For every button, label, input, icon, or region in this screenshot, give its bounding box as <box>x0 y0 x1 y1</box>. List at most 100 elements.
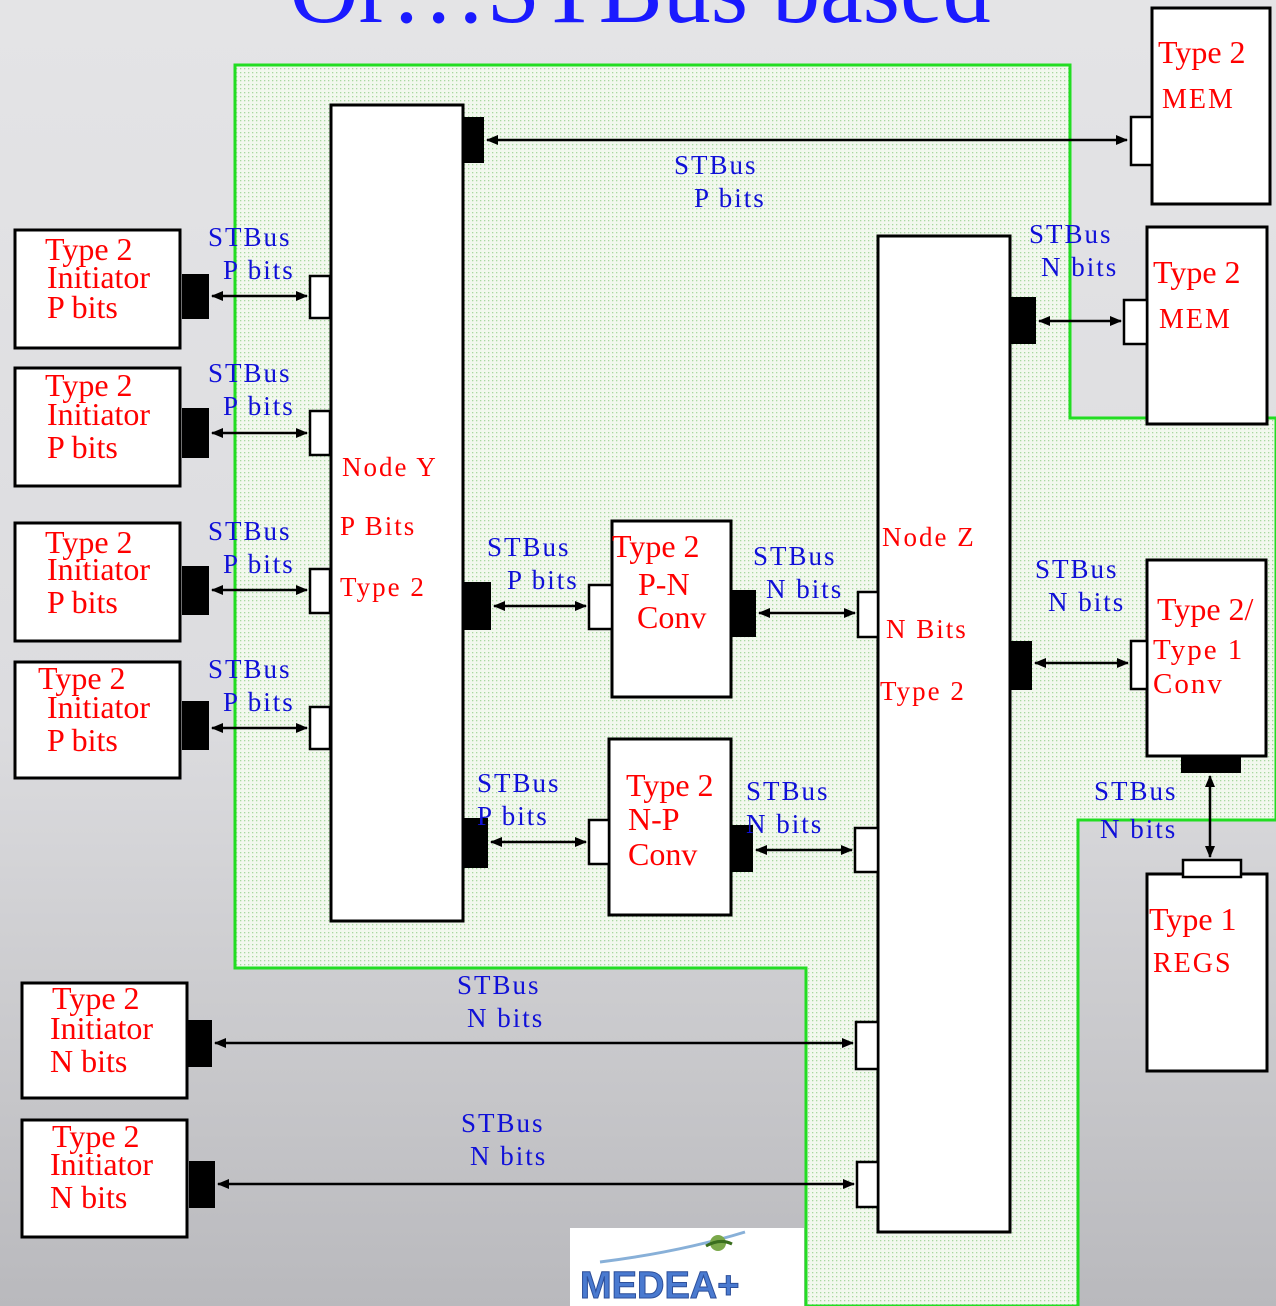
svg-text:P bits: P bits <box>694 183 766 213</box>
node-y-port-4 <box>310 707 330 749</box>
initiator-plug-4 <box>182 701 209 750</box>
node-y-port-3 <box>310 569 330 613</box>
bus-label-init6: STBus N bits <box>461 1108 547 1171</box>
svg-text:Type 2: Type 2 <box>1158 34 1246 70</box>
svg-text:P-N: P-N <box>638 566 690 602</box>
svg-text:Conv: Conv <box>1153 668 1224 700</box>
svg-text:STBus: STBus <box>208 222 292 252</box>
initiator-plug-6 <box>189 1161 215 1208</box>
svg-text:STBus: STBus <box>477 768 561 798</box>
svg-text:Initiator: Initiator <box>47 396 150 432</box>
svg-text:Conv: Conv <box>628 836 697 872</box>
svg-text:STBus: STBus <box>208 358 292 388</box>
mem2-port <box>1124 300 1147 344</box>
initiator-plug-2 <box>182 408 209 458</box>
node-z-box <box>878 236 1010 1232</box>
node-z-port-np <box>855 828 878 872</box>
svg-text:Type 1: Type 1 <box>1153 634 1244 666</box>
node-z-label: Node Z <box>882 522 976 552</box>
svg-text:Initiator: Initiator <box>50 1146 153 1182</box>
svg-text:STBus: STBus <box>1094 776 1178 806</box>
svg-text:N bits: N bits <box>50 1043 127 1079</box>
svg-text:N bits: N bits <box>50 1179 127 1215</box>
svg-text:STBus: STBus <box>461 1108 545 1138</box>
svg-text:N bits: N bits <box>1041 252 1118 282</box>
svg-text:P bits: P bits <box>47 429 118 465</box>
bus-label-init5: STBus N bits <box>457 970 544 1033</box>
svg-text:P bits: P bits <box>477 801 549 831</box>
node-z-width: N Bits <box>886 614 968 644</box>
svg-text:P bits: P bits <box>223 549 295 579</box>
initiator-plug-5 <box>187 1020 212 1067</box>
node-y-port-1 <box>310 276 330 318</box>
svg-text:STBus: STBus <box>208 516 292 546</box>
initiator-p-4: Type 2 Initiator P bits <box>15 660 180 778</box>
node-y-port-2 <box>310 411 330 455</box>
regs: Type 1 REGS <box>1147 874 1267 1071</box>
node-z-port-init5 <box>856 1022 878 1069</box>
svg-text:P bits: P bits <box>47 289 118 325</box>
svg-text:P bits: P bits <box>223 687 295 717</box>
t2-t1-converter: Type 2/ Type 1 Conv <box>1147 560 1266 756</box>
node-y-plug-mem <box>463 117 484 163</box>
t2t1-conv-port <box>1131 641 1147 689</box>
svg-text:Initiator: Initiator <box>47 689 150 725</box>
initiator-p-1: Type 2 Initiator P bits <box>15 230 180 348</box>
node-y-plug-pn <box>463 582 491 630</box>
t2t1-conv-plug <box>1181 756 1241 773</box>
svg-text:STBus: STBus <box>746 776 830 806</box>
pn-conv-plug <box>731 590 756 637</box>
initiator-p-2: Type 2 Initiator P bits <box>15 367 180 486</box>
svg-text:MEM: MEM <box>1162 84 1235 115</box>
initiator-p-3: Type 2 Initiator P bits <box>15 523 180 641</box>
svg-text:MEDEA+: MEDEA+ <box>580 1265 739 1306</box>
svg-text:STBus: STBus <box>457 970 541 1000</box>
svg-text:STBus: STBus <box>487 532 571 562</box>
svg-text:P bits: P bits <box>223 391 295 421</box>
svg-text:Type 2: Type 2 <box>626 767 714 803</box>
svg-text:N bits: N bits <box>1100 814 1177 844</box>
pn-converter: Type 2 P-N Conv <box>612 521 731 697</box>
svg-text:N bits: N bits <box>470 1141 547 1171</box>
mem-2: Type 2 MEM <box>1147 227 1267 424</box>
svg-text:Type 2: Type 2 <box>612 528 700 564</box>
svg-text:STBus: STBus <box>753 541 837 571</box>
svg-text:Initiator: Initiator <box>50 1010 153 1046</box>
medea-logo: MEDEA+ <box>570 1228 804 1306</box>
svg-text:P bits: P bits <box>47 722 118 758</box>
svg-text:STBus: STBus <box>674 150 758 180</box>
svg-text:Type 1: Type 1 <box>1149 901 1237 937</box>
pn-conv-port <box>589 585 612 629</box>
initiator-plug-3 <box>182 566 209 615</box>
mem-1: Type 2 MEM <box>1152 8 1270 204</box>
node-z-plug-mem <box>1010 297 1036 344</box>
svg-text:P bits: P bits <box>507 565 579 595</box>
svg-text:N bits: N bits <box>766 574 843 604</box>
node-z-port-init6 <box>857 1162 878 1207</box>
initiator-n-1: Type 2 Initiator N bits <box>22 980 187 1098</box>
svg-text:Type 2/: Type 2/ <box>1157 591 1254 627</box>
node-z-type: Type 2 <box>880 676 966 706</box>
svg-text:N bits: N bits <box>1048 587 1125 617</box>
svg-text:REGS: REGS <box>1153 948 1233 979</box>
mem1-port <box>1131 117 1152 165</box>
svg-text:Initiator: Initiator <box>47 551 150 587</box>
svg-text:P bits: P bits <box>223 255 295 285</box>
initiator-n-2: Type 2 Initiator N bits <box>22 1118 187 1237</box>
svg-text:STBus: STBus <box>208 654 292 684</box>
svg-text:N-P: N-P <box>628 801 680 837</box>
svg-text:N bits: N bits <box>467 1003 544 1033</box>
np-converter: Type 2 N-P Conv <box>609 739 731 915</box>
svg-text:STBus: STBus <box>1035 554 1119 584</box>
svg-text:STBus: STBus <box>1029 219 1113 249</box>
node-y-width: P Bits <box>340 511 416 541</box>
np-conv-port <box>589 820 609 864</box>
svg-text:N bits: N bits <box>746 809 823 839</box>
node-y-label: Node Y <box>342 452 438 482</box>
page-title: Or…STBus based <box>289 0 990 43</box>
svg-text:Type 2: Type 2 <box>1153 254 1241 290</box>
node-z-port-pn <box>858 592 878 637</box>
node-z-plug-conv <box>1010 641 1032 690</box>
svg-text:MEM: MEM <box>1159 304 1232 335</box>
